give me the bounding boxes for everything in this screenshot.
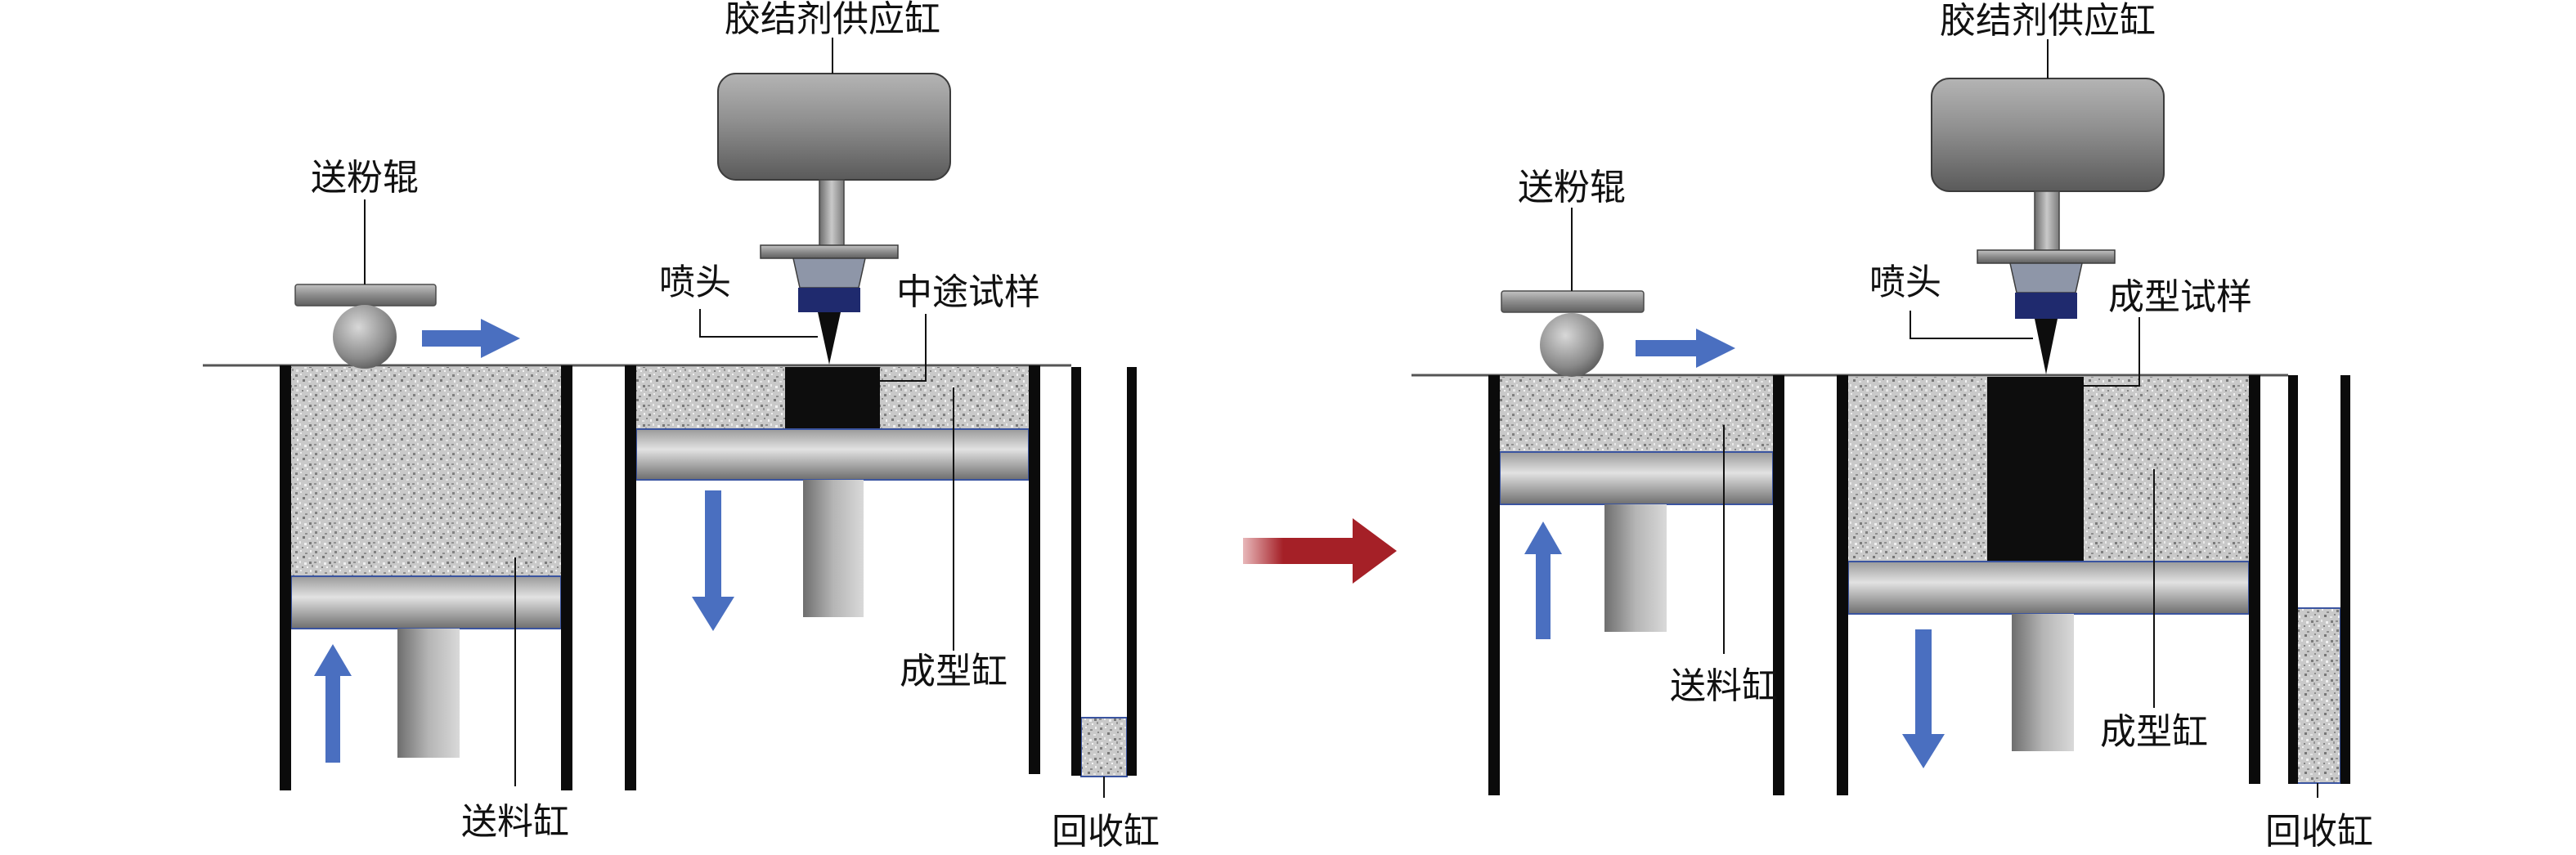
feed-powder-bed [291, 367, 561, 576]
nozzle-flange [1977, 249, 2116, 264]
build-cylinder-right-wall [1029, 365, 1040, 774]
recycle-right-wall [1127, 367, 1137, 776]
feed-piston [1499, 451, 1774, 505]
binder-tank [1931, 78, 2165, 192]
right-labels: 胶结剂供应缸 送粉辊 喷头 成型试样 送料缸 成型缸 回收缸 [1518, 0, 2373, 853]
roller-bar [1501, 290, 1645, 313]
roller-bar [294, 284, 437, 307]
recycle-cylinder-label: 回收缸 [1052, 811, 1160, 853]
powder-roller [1501, 290, 1645, 377]
build-piston-rod [803, 480, 864, 617]
recycle-powder [2296, 607, 2341, 784]
recycle-right-wall [2340, 375, 2350, 784]
build-cylinder-label: 成型缸 [900, 651, 1008, 692]
roller-right-arrow [422, 319, 520, 358]
feed-cylinder [280, 365, 572, 790]
transition-arrow [1243, 518, 1397, 584]
recycle-left-wall [2288, 375, 2298, 784]
build-cylinder [625, 365, 1040, 790]
build-piston-rod [2012, 614, 2074, 751]
right-leader-lines [1571, 39, 2318, 798]
feed-cylinder [1488, 375, 1784, 795]
finished-specimen [1987, 377, 2084, 562]
binder-tank-label: 胶结剂供应缸 [1940, 0, 2156, 42]
build-cylinder-right-wall [2249, 375, 2260, 784]
nozzle-tip [818, 312, 841, 365]
feed-cylinder-right-wall [561, 365, 572, 790]
specimen-label: 中途试样 [896, 271, 1040, 313]
nozzle-tip [2035, 319, 2058, 374]
nozzle-chamber [2015, 293, 2077, 319]
build-cylinder-label: 成型缸 [2100, 711, 2208, 753]
build-cylinder-left-wall [625, 365, 636, 790]
build-down-arrow [692, 490, 734, 631]
left-leader-lines [364, 38, 1105, 798]
nozzle-body [2009, 262, 2083, 293]
feed-cylinder-right-wall [1773, 375, 1784, 795]
feed-piston-rod [1604, 504, 1667, 632]
build-piston [635, 428, 1030, 481]
nozzle-body [792, 257, 866, 289]
feed-up-arrow [1524, 522, 1562, 639]
roller-drum [1540, 313, 1604, 377]
nozzle-label: 喷头 [659, 262, 731, 303]
roller-right-arrow [1636, 329, 1735, 368]
roller-label: 送粉辊 [311, 157, 419, 199]
feed-cylinder-left-wall [1488, 375, 1500, 795]
mid-process-specimen [785, 367, 880, 429]
build-cylinder-left-wall [1837, 375, 1848, 795]
nozzle-label: 喷头 [1869, 262, 1941, 303]
recycle-powder [1080, 717, 1128, 777]
binder-supply [1931, 78, 2165, 374]
recycle-cylinder-label: 回收缸 [2265, 811, 2373, 853]
roller-label: 送粉辊 [1518, 167, 1626, 208]
binder-stem [819, 179, 845, 248]
feed-up-arrow [314, 644, 352, 763]
powder-roller [294, 284, 437, 369]
build-cylinder [1837, 375, 2260, 795]
roller-drum [333, 305, 397, 369]
feed-cylinder-left-wall [280, 365, 291, 790]
specimen-label: 成型试样 [2108, 276, 2252, 318]
right-panel: 胶结剂供应缸 送粉辊 喷头 成型试样 送料缸 成型缸 回收缸 [1411, 0, 2373, 853]
binder-supply [717, 73, 951, 365]
recycle-left-wall [1071, 367, 1081, 776]
nozzle-chamber [798, 288, 860, 312]
nozzle-flange [760, 244, 899, 259]
build-down-arrow [1902, 629, 1945, 768]
left-panel: 胶结剂供应缸 送粉辊 喷头 中途试样 成型缸 送料缸 回收缸 [203, 0, 1160, 853]
feed-cylinder-label: 送料缸 [1670, 665, 1778, 707]
build-piston [1847, 561, 2250, 615]
feed-piston [290, 575, 562, 629]
left-labels: 胶结剂供应缸 送粉辊 喷头 中途试样 成型缸 送料缸 回收缸 [311, 0, 1160, 853]
recycle-cylinder [2288, 375, 2350, 784]
feed-cylinder-label: 送料缸 [461, 801, 569, 843]
recycle-cylinder [1071, 367, 1137, 777]
binder-tank [717, 73, 951, 181]
feed-piston-rod [397, 629, 460, 758]
binder-tank-label: 胶结剂供应缸 [725, 0, 940, 40]
feed-powder-bed [1500, 377, 1773, 452]
binder-stem [2034, 190, 2060, 253]
